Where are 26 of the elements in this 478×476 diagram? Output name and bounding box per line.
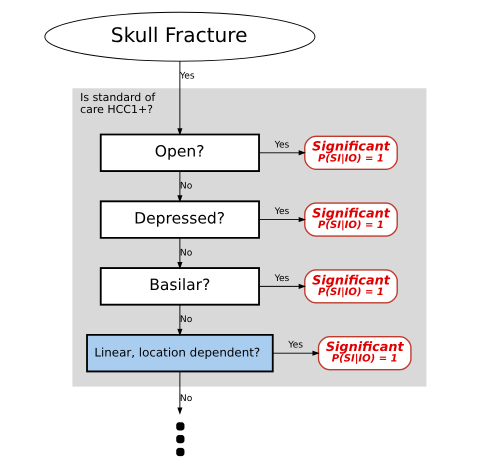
arrow <box>177 60 182 136</box>
arrow <box>258 150 306 156</box>
edge-label: Yes <box>274 140 290 150</box>
edge-label: Yes <box>274 274 290 284</box>
arrow <box>177 237 182 270</box>
node-box: Significant P(SI|IO) = 1 <box>318 336 412 370</box>
arrow <box>258 217 306 222</box>
edge-label: Yes <box>274 207 290 218</box>
arrow <box>258 284 306 289</box>
edge-label: No <box>180 315 192 326</box>
node-box: Basilar? <box>100 267 260 306</box>
arrow <box>177 170 182 203</box>
node-box: Significant P(SI|IO) = 1 <box>304 269 398 304</box>
edge-label: No <box>180 181 192 192</box>
node-box: Linear, location dependent? <box>86 334 274 372</box>
arrow <box>177 371 182 415</box>
arrow <box>272 350 320 356</box>
arrow <box>177 304 182 336</box>
node-box: Significant P(SI|IO) = 1 <box>304 136 398 170</box>
edge-label: Yes <box>288 340 304 351</box>
node-box: Depressed? <box>100 200 260 239</box>
node-box: Open? <box>100 134 260 172</box>
edge-label: No <box>180 248 192 258</box>
node-box: Significant P(SI|IO) = 1 <box>304 202 398 237</box>
edge-label: No <box>180 394 192 404</box>
node-ellipse: Skull Fracture <box>44 12 316 62</box>
